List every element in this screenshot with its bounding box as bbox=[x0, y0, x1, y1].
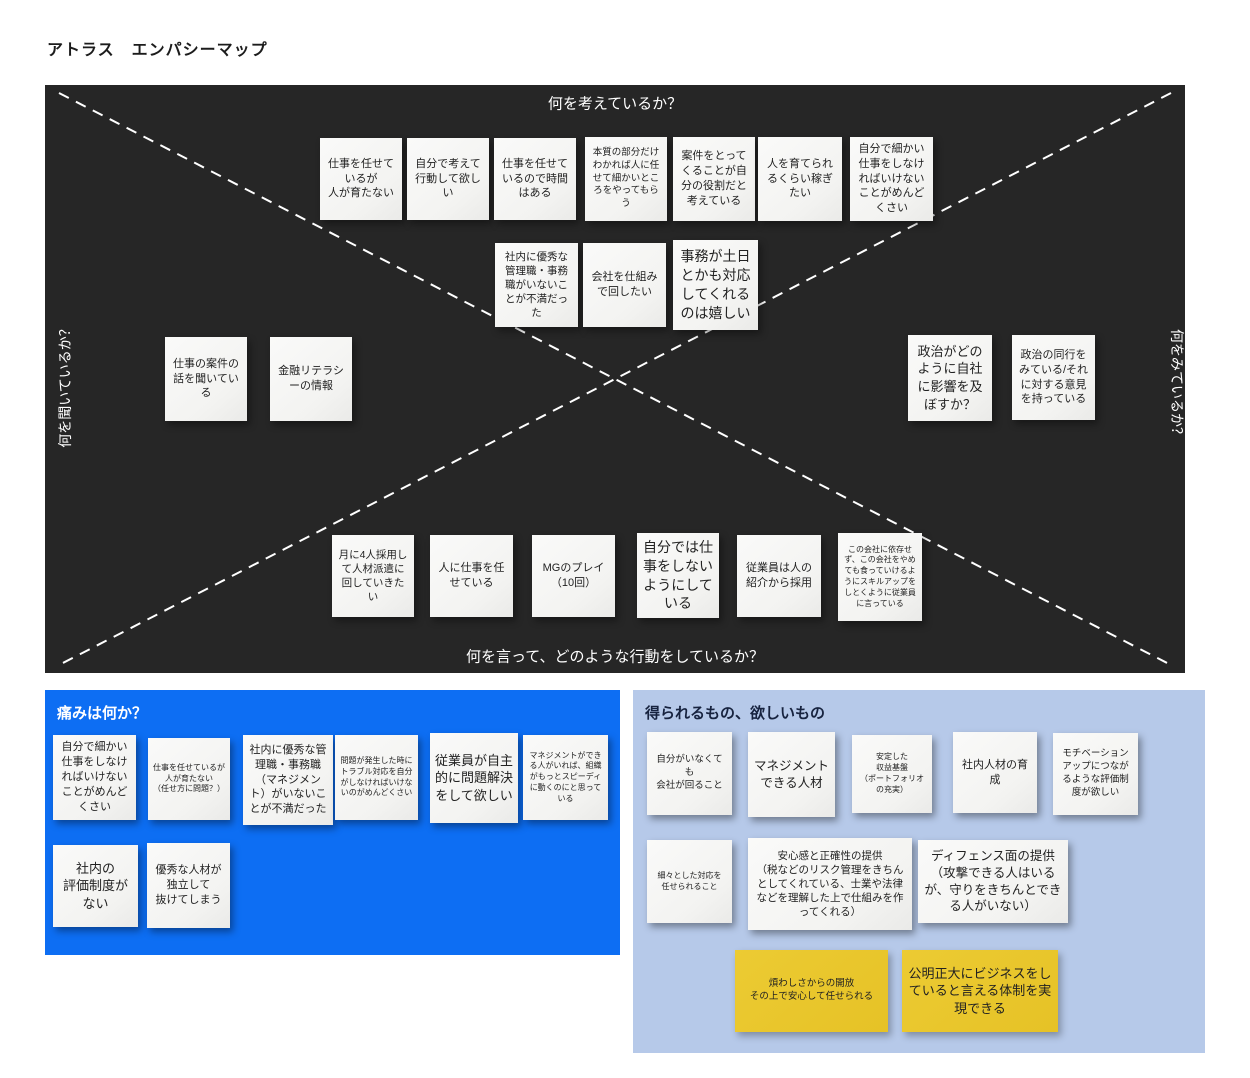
sticky-note-think-9[interactable]: 会社を仕組みで回したい bbox=[583, 243, 666, 327]
note-text: 公明正大にビジネスをしていると言える体制を実現できる bbox=[908, 965, 1052, 1016]
sticky-note-gain-highlight-1[interactable]: 煩わしさからの開放 その上で安心して任せられる bbox=[735, 950, 888, 1032]
sticky-note-saydo-1[interactable]: 月に4人採用して人材派遣に回していきたい bbox=[332, 535, 414, 617]
gains-panel-title[interactable]: 得られるもの、欲しいもの bbox=[645, 705, 826, 722]
note-text: 月に4人採用して人材派遣に回していきたい bbox=[338, 548, 408, 604]
sticky-note-gain-8[interactable]: ディフェンス面の提供 （攻撃できる人はいるが、守りをきちんとできる人がいない） bbox=[918, 840, 1068, 923]
sticky-note-think-1[interactable]: 仕事を任せているが 人が育たない bbox=[320, 138, 402, 220]
sticky-note-saydo-2[interactable]: 人に仕事を任せている bbox=[430, 535, 513, 617]
note-text: 仕事を任せているが 人が育たない bbox=[328, 157, 394, 200]
sticky-note-saydo-5[interactable]: 従業員は人の紹介から採用 bbox=[737, 535, 821, 617]
note-text: 仕事を任せているが人が育たない （任せ方に問題？） bbox=[153, 762, 225, 794]
note-text: 自分では仕事をしないようにしている bbox=[643, 538, 713, 612]
note-text: 人に仕事を任せている bbox=[438, 562, 505, 589]
sticky-note-gain-5[interactable]: モチベーションアップにつながるような評価制度が欲しい bbox=[1053, 733, 1138, 815]
sticky-note-saydo-6[interactable]: この会社に依存せず、この会社をやめても食っていけるようにスキルアップをしとくよう… bbox=[838, 533, 922, 621]
sticky-note-think-5[interactable]: 案件をとってくることが自分の役割だと考えている bbox=[673, 137, 755, 221]
sticky-note-think-7[interactable]: 自分で細かい仕事をしなければいけないことがめんどくさい bbox=[850, 137, 933, 221]
note-text: 煩わしさからの開放 その上で安心して任せられる bbox=[749, 978, 874, 1002]
note-text: 本質の部分だけわかれば人に任せて細かいところをやってもらう bbox=[592, 146, 660, 210]
note-text: この会社に依存せず、この会社をやめても食っていけるようにスキルアップをしとくよう… bbox=[844, 544, 916, 608]
sticky-note-gain-7[interactable]: 安心感と正確性の提供 （税などのリスク管理をきちんとしてくれている、士業や法律な… bbox=[748, 838, 912, 930]
quadrant-label-say-do[interactable]: 何を言って、どのような行動をしているか？ bbox=[465, 648, 765, 666]
sticky-note-pain-2[interactable]: 仕事を任せているが人が育たない （任せ方に問題？） bbox=[148, 738, 230, 820]
pains-panel[interactable]: 痛みは何か？ 自分で細かい仕事をしなければいけないことがめんどくさい 仕事を任せ… bbox=[45, 690, 620, 955]
sticky-note-gain-6[interactable]: 細々とした対応を 任せられること bbox=[647, 840, 732, 923]
note-text: 安定した 収益基盤 （ポートフォリオの充実） bbox=[860, 752, 924, 794]
note-text: 会社を仕組みで回したい bbox=[591, 271, 658, 298]
sticky-note-pain-3[interactable]: 社内に優秀な管理職・事務職（マネジメント）がいないことが不満だった bbox=[243, 735, 333, 825]
sticky-note-gain-4[interactable]: 社内人材の育成 bbox=[953, 732, 1037, 813]
sticky-note-pain-6[interactable]: マネジメントができる人がいれば、組織がもっとスピーディに動くのにと思っている bbox=[523, 735, 608, 820]
sticky-note-gain-3[interactable]: 安定した 収益基盤 （ポートフォリオの充実） bbox=[852, 735, 932, 813]
note-text: 案件をとってくることが自分の役割だと考えている bbox=[681, 150, 747, 207]
note-text: 従業員は人の紹介から採用 bbox=[746, 562, 812, 589]
note-text: 金融リテラシーの情報 bbox=[278, 365, 344, 392]
note-text: 政治がどのように自社に影響を及ぼすか？ bbox=[917, 343, 983, 412]
sticky-note-saydo-3[interactable]: MGのプレイ （10回） bbox=[532, 535, 615, 617]
empathy-map-frame[interactable]: 何を考えているか？ 何を言って、どのような行動をしているか？ 何を聞いているか？… bbox=[45, 85, 1185, 673]
note-text: 社内に優秀な管理職・事務職（マネジメント）がいないことが不満だった bbox=[249, 743, 327, 816]
note-text: 自分で考えて行動して欲しい bbox=[415, 157, 481, 200]
note-text: 社内人材の育成 bbox=[962, 758, 1028, 786]
quadrant-label-think[interactable]: 何を考えているか？ bbox=[547, 95, 683, 113]
sticky-note-pain-7[interactable]: 社内の 評価制度が ない bbox=[53, 845, 138, 927]
note-text: 社内の 評価制度が ない bbox=[62, 860, 128, 911]
note-text: 政治の同行をみている/それに対する意見を持っている bbox=[1018, 348, 1089, 406]
sticky-note-see-1[interactable]: 政治がどのように自社に影響を及ぼすか？ bbox=[908, 335, 992, 421]
sticky-note-think-4[interactable]: 本質の部分だけわかれば人に任せて細かいところをやってもらう bbox=[585, 137, 667, 221]
sticky-note-see-2[interactable]: 政治の同行をみている/それに対する意見を持っている bbox=[1012, 335, 1095, 420]
note-text: 自分がいなくても 会社が回ること bbox=[656, 754, 723, 791]
board-title[interactable]: アトラス エンパシーマップ bbox=[47, 42, 268, 59]
sticky-note-think-10[interactable]: 事務が土日とかも対応してくれるのは嬉しい bbox=[673, 240, 758, 330]
note-text: 人を育てられるくらい稼ぎたい bbox=[767, 157, 833, 200]
note-text: 問題が発生した時にトラブル対応を自分がしなければいけないのがめんどくさい bbox=[340, 755, 413, 798]
sticky-note-think-2[interactable]: 自分で考えて行動して欲しい bbox=[407, 138, 489, 220]
note-text: 優秀な人材が 独立して 抜けてしまう bbox=[155, 864, 222, 906]
quadrant-label-hear[interactable]: 何を聞いているか？ bbox=[57, 322, 73, 448]
sticky-note-gain-2[interactable]: マネジメント できる人材 bbox=[748, 732, 835, 817]
sticky-note-pain-1[interactable]: 自分で細かい仕事をしなければいけないことがめんどくさい bbox=[53, 735, 136, 820]
sticky-note-gain-highlight-2[interactable]: 公明正大にビジネスをしていると言える体制を実現できる bbox=[902, 950, 1058, 1032]
note-text: 仕事を任せているので時間はある bbox=[502, 157, 568, 200]
sticky-note-pain-5[interactable]: 従業員が自主的に問題解決をして欲しい bbox=[430, 733, 518, 823]
pains-panel-title[interactable]: 痛みは何か？ bbox=[57, 705, 148, 722]
sticky-note-think-8[interactable]: 社内に優秀な管理職・事務職がいないことが不満だった bbox=[495, 243, 578, 327]
quadrant-label-see[interactable]: 何をみているか？ bbox=[1169, 329, 1185, 441]
sticky-note-saydo-4[interactable]: 自分では仕事をしないようにしている bbox=[637, 533, 719, 618]
sticky-note-pain-4[interactable]: 問題が発生した時にトラブル対応を自分がしなければいけないのがめんどくさい bbox=[335, 735, 418, 820]
note-text: マネジメント できる人材 bbox=[753, 758, 829, 790]
sticky-note-hear-2[interactable]: 金融リテラシーの情報 bbox=[270, 337, 352, 421]
note-text: 従業員が自主的に問題解決をして欲しい bbox=[435, 752, 514, 803]
note-text: MGのプレイ （10回） bbox=[542, 562, 605, 589]
note-text: 安心感と正確性の提供 （税などのリスク管理をきちんとしてくれている、士業や法律な… bbox=[756, 849, 904, 919]
note-text: 細々とした対応を 任せられること bbox=[657, 870, 722, 891]
gains-panel[interactable]: 得られるもの、欲しいもの 自分がいなくても 会社が回ること マネジメント できる… bbox=[633, 690, 1205, 1053]
note-text: 自分で細かい仕事をしなければいけないことがめんどくさい bbox=[858, 142, 925, 215]
note-text: 自分で細かい仕事をしなければいけないことがめんどくさい bbox=[61, 741, 128, 813]
note-text: 仕事の案件の話を聞いている bbox=[173, 357, 239, 400]
sticky-note-pain-8[interactable]: 優秀な人材が 独立して 抜けてしまう bbox=[147, 843, 230, 928]
sticky-note-think-6[interactable]: 人を育てられるくらい稼ぎたい bbox=[758, 137, 842, 221]
note-text: マネジメントができる人がいれば、組織がもっとスピーディに動くのにと思っている bbox=[529, 750, 602, 803]
note-text: モチベーションアップにつながるような評価制度が欲しい bbox=[1062, 748, 1129, 798]
sticky-note-hear-1[interactable]: 仕事の案件の話を聞いている bbox=[165, 337, 247, 421]
note-text: 社内に優秀な管理職・事務職がいないことが不満だった bbox=[505, 250, 568, 320]
sticky-note-think-3[interactable]: 仕事を任せているので時間はある bbox=[494, 138, 576, 220]
note-text: ディフェンス面の提供 （攻撃できる人はいるが、守りをきちんとできる人がいない） bbox=[924, 848, 1062, 914]
note-text: 事務が土日とかも対応してくれるのは嬉しい bbox=[680, 248, 751, 321]
sticky-note-gain-1[interactable]: 自分がいなくても 会社が回ること bbox=[647, 732, 732, 815]
